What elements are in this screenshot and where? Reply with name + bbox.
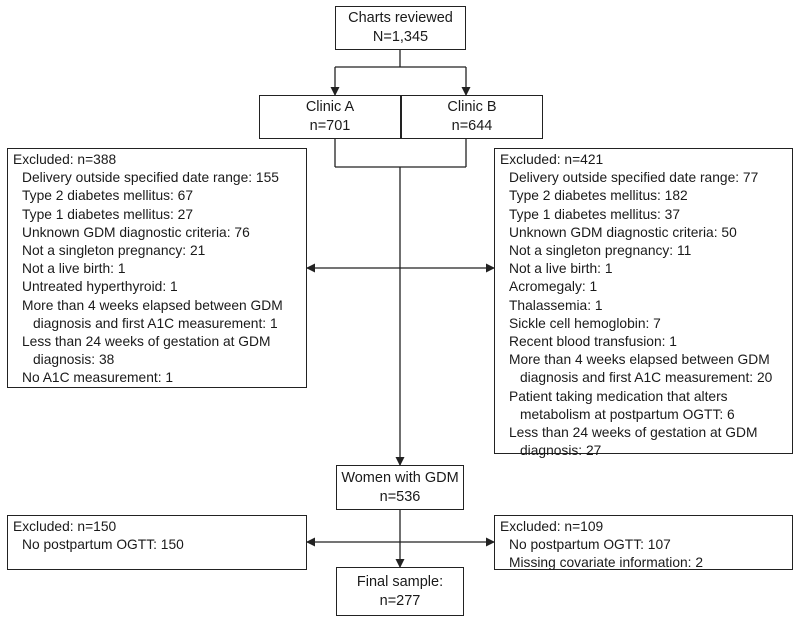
excluded-clinic-a-title: Excluded: n=388 xyxy=(13,152,117,167)
final-sample-box: Final sample: n=277 xyxy=(336,567,464,616)
clinic-a-count: n=701 xyxy=(309,118,351,134)
excluded-clinic-a-item: Not a singleton pregnancy: 21 xyxy=(22,243,206,259)
excluded-clinic-a-item: Unknown GDM diagnostic criteria: 76 xyxy=(22,224,250,240)
excluded-clinic-a-item: Not a live birth: 1 xyxy=(22,261,126,277)
excluded-clinic-b-item: Type 1 diabetes mellitus: 37 xyxy=(509,206,681,222)
excluded-clinic-b-item: Acromegaly: 1 xyxy=(509,279,598,295)
excluded-clinic-b-item: Less than 24 weeks of gestation at GDM xyxy=(509,425,758,441)
excluded-postpartum-a-title: Excluded: n=150 xyxy=(13,519,117,534)
excluded-clinic-b-title: Excluded: n=421 xyxy=(500,152,604,167)
excluded-clinic-b-item: More than 4 weeks elapsed between GDM xyxy=(509,352,770,368)
excluded-clinic-b-item: metabolism at postpartum OGTT: 6 xyxy=(520,406,735,422)
excluded-clinic-b-box: Excluded: n=421 Delivery outside specifi… xyxy=(494,148,793,458)
excluded-clinic-b-item: diagnosis and first A1C measurement: 20 xyxy=(520,370,773,386)
excluded-clinic-b-item: diagnosis: 27 xyxy=(520,443,602,459)
final-sample-count: n=277 xyxy=(379,592,421,609)
excluded-clinic-b-item: Not a singleton pregnancy: 11 xyxy=(509,243,692,259)
excluded-clinic-a-item: diagnosis and first A1C measurement: 1 xyxy=(33,315,278,331)
excluded-postpartum-a-item: No postpartum OGTT: 150 xyxy=(22,537,184,553)
excluded-clinic-a-item: Type 1 diabetes mellitus: 27 xyxy=(22,206,194,222)
excluded-clinic-a-item: More than 4 weeks elapsed between GDM xyxy=(22,297,283,313)
excluded-clinic-b-item: Thalassemia: 1 xyxy=(509,297,603,313)
clinic-a-box: Clinic A n=701 xyxy=(259,95,401,139)
excluded-clinic-a-item: diagnosis: 38 xyxy=(33,352,115,368)
excluded-clinic-b-item: Delivery outside specified date range: 7… xyxy=(509,170,759,186)
excluded-clinic-a-item: No A1C measurement: 1 xyxy=(22,370,174,386)
women-with-gdm-label: Women with GDM xyxy=(341,469,459,486)
excluded-clinic-b-item: Patient taking medication that alters xyxy=(509,388,728,404)
excluded-clinic-b-item: Type 2 diabetes mellitus: 182 xyxy=(509,188,688,204)
charts-reviewed-count: N=1,345 xyxy=(372,29,429,45)
clinic-b-count: n=644 xyxy=(451,118,493,134)
clinic-b-label: Clinic B xyxy=(447,99,497,115)
clinic-b-box: Clinic B n=644 xyxy=(401,95,543,139)
women-with-gdm-box: Women with GDM n=536 xyxy=(336,465,464,510)
excluded-clinic-b-item: Sickle cell hemoglobin: 7 xyxy=(509,315,661,331)
excluded-clinic-b-item: Unknown GDM diagnostic criteria: 50 xyxy=(509,224,737,240)
women-with-gdm-count: n=536 xyxy=(379,488,421,505)
excluded-postpartum-b-box: Excluded: n=109 No postpartum OGTT: 107 … xyxy=(494,515,793,570)
excluded-postpartum-b-item: Missing covariate information: 2 xyxy=(509,555,704,571)
excluded-postpartum-a-box: Excluded: n=150 No postpartum OGTT: 150 xyxy=(7,515,307,570)
excluded-clinic-a-item: Untreated hyperthyroid: 1 xyxy=(22,279,178,295)
final-sample-label: Final sample: xyxy=(356,573,444,590)
clinic-a-label: Clinic A xyxy=(305,99,355,115)
excluded-clinic-b-item: Not a live birth: 1 xyxy=(509,261,613,277)
excluded-clinic-a-item: Type 2 diabetes mellitus: 67 xyxy=(22,188,194,204)
charts-reviewed-box: Charts reviewed N=1,345 xyxy=(335,6,466,50)
excluded-postpartum-b-title: Excluded: n=109 xyxy=(500,519,604,534)
excluded-clinic-a-item: Delivery outside specified date range: 1… xyxy=(22,170,279,186)
excluded-clinic-a-box: Excluded: n=388 Delivery outside specifi… xyxy=(7,148,307,388)
charts-reviewed-label: Charts reviewed xyxy=(348,10,453,26)
excluded-postpartum-b-item: No postpartum OGTT: 107 xyxy=(509,537,671,553)
excluded-clinic-a-item: Less than 24 weeks of gestation at GDM xyxy=(22,334,271,350)
excluded-clinic-b-item: Recent blood transfusion: 1 xyxy=(509,334,677,350)
